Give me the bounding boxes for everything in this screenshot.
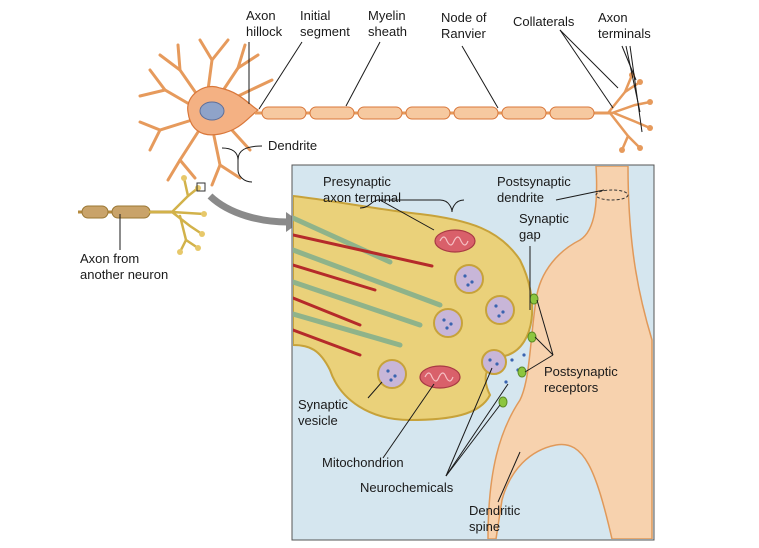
postsynaptic-receptors-marks <box>498 293 539 408</box>
label-synaptic-gap: Synaptic gap <box>519 211 573 242</box>
postsynaptic-dendrite-shape <box>487 166 653 539</box>
zoom-region-box <box>196 182 206 192</box>
label-collaterals: Collaterals <box>513 14 575 29</box>
label-presynaptic-axon-terminal: Presynaptic axon terminal <box>323 174 401 205</box>
neuron-dendrites <box>138 38 274 187</box>
microtubules <box>293 215 443 357</box>
label-node-of-ranvier: Node of Ranvier <box>441 10 490 41</box>
label-postsynaptic-dendrite: Postsynaptic dendrite <box>497 174 574 205</box>
label-axon-terminals: Axon terminals <box>598 10 651 41</box>
dendrite-cross-section <box>595 189 629 201</box>
label-dendritic-spine: Dendritic spine <box>469 503 524 534</box>
label-axon-hillock: Axon hillock <box>246 8 283 39</box>
mitochondrion-lower <box>419 365 461 389</box>
leader-lines <box>119 29 643 503</box>
label-axon-from-another-neuron: Axon from another neuron <box>80 251 168 282</box>
vesicle-contents <box>386 274 505 382</box>
mitochondrion-upper <box>434 229 476 253</box>
label-dendrite: Dendrite <box>268 138 317 153</box>
axon-terminal-branches <box>606 73 652 152</box>
synaptic-vesicles <box>377 264 515 389</box>
zoom-arrow <box>207 193 289 226</box>
label-initial-segment: Initial segment <box>300 8 350 39</box>
label-synaptic-vesicle: Synaptic vesicle <box>298 397 352 428</box>
nucleus <box>199 101 225 121</box>
label-neurochemicals: Neurochemicals <box>360 480 454 495</box>
label-postsynaptic-receptors: Postsynaptic receptors <box>544 364 621 395</box>
neuron <box>138 38 653 187</box>
label-mitochondrion: Mitochondrion <box>322 455 404 470</box>
other-neuron-axon <box>78 175 207 255</box>
myelin-sheath-segments <box>261 106 595 120</box>
label-myelin-sheath: Myelin sheath <box>368 8 409 39</box>
